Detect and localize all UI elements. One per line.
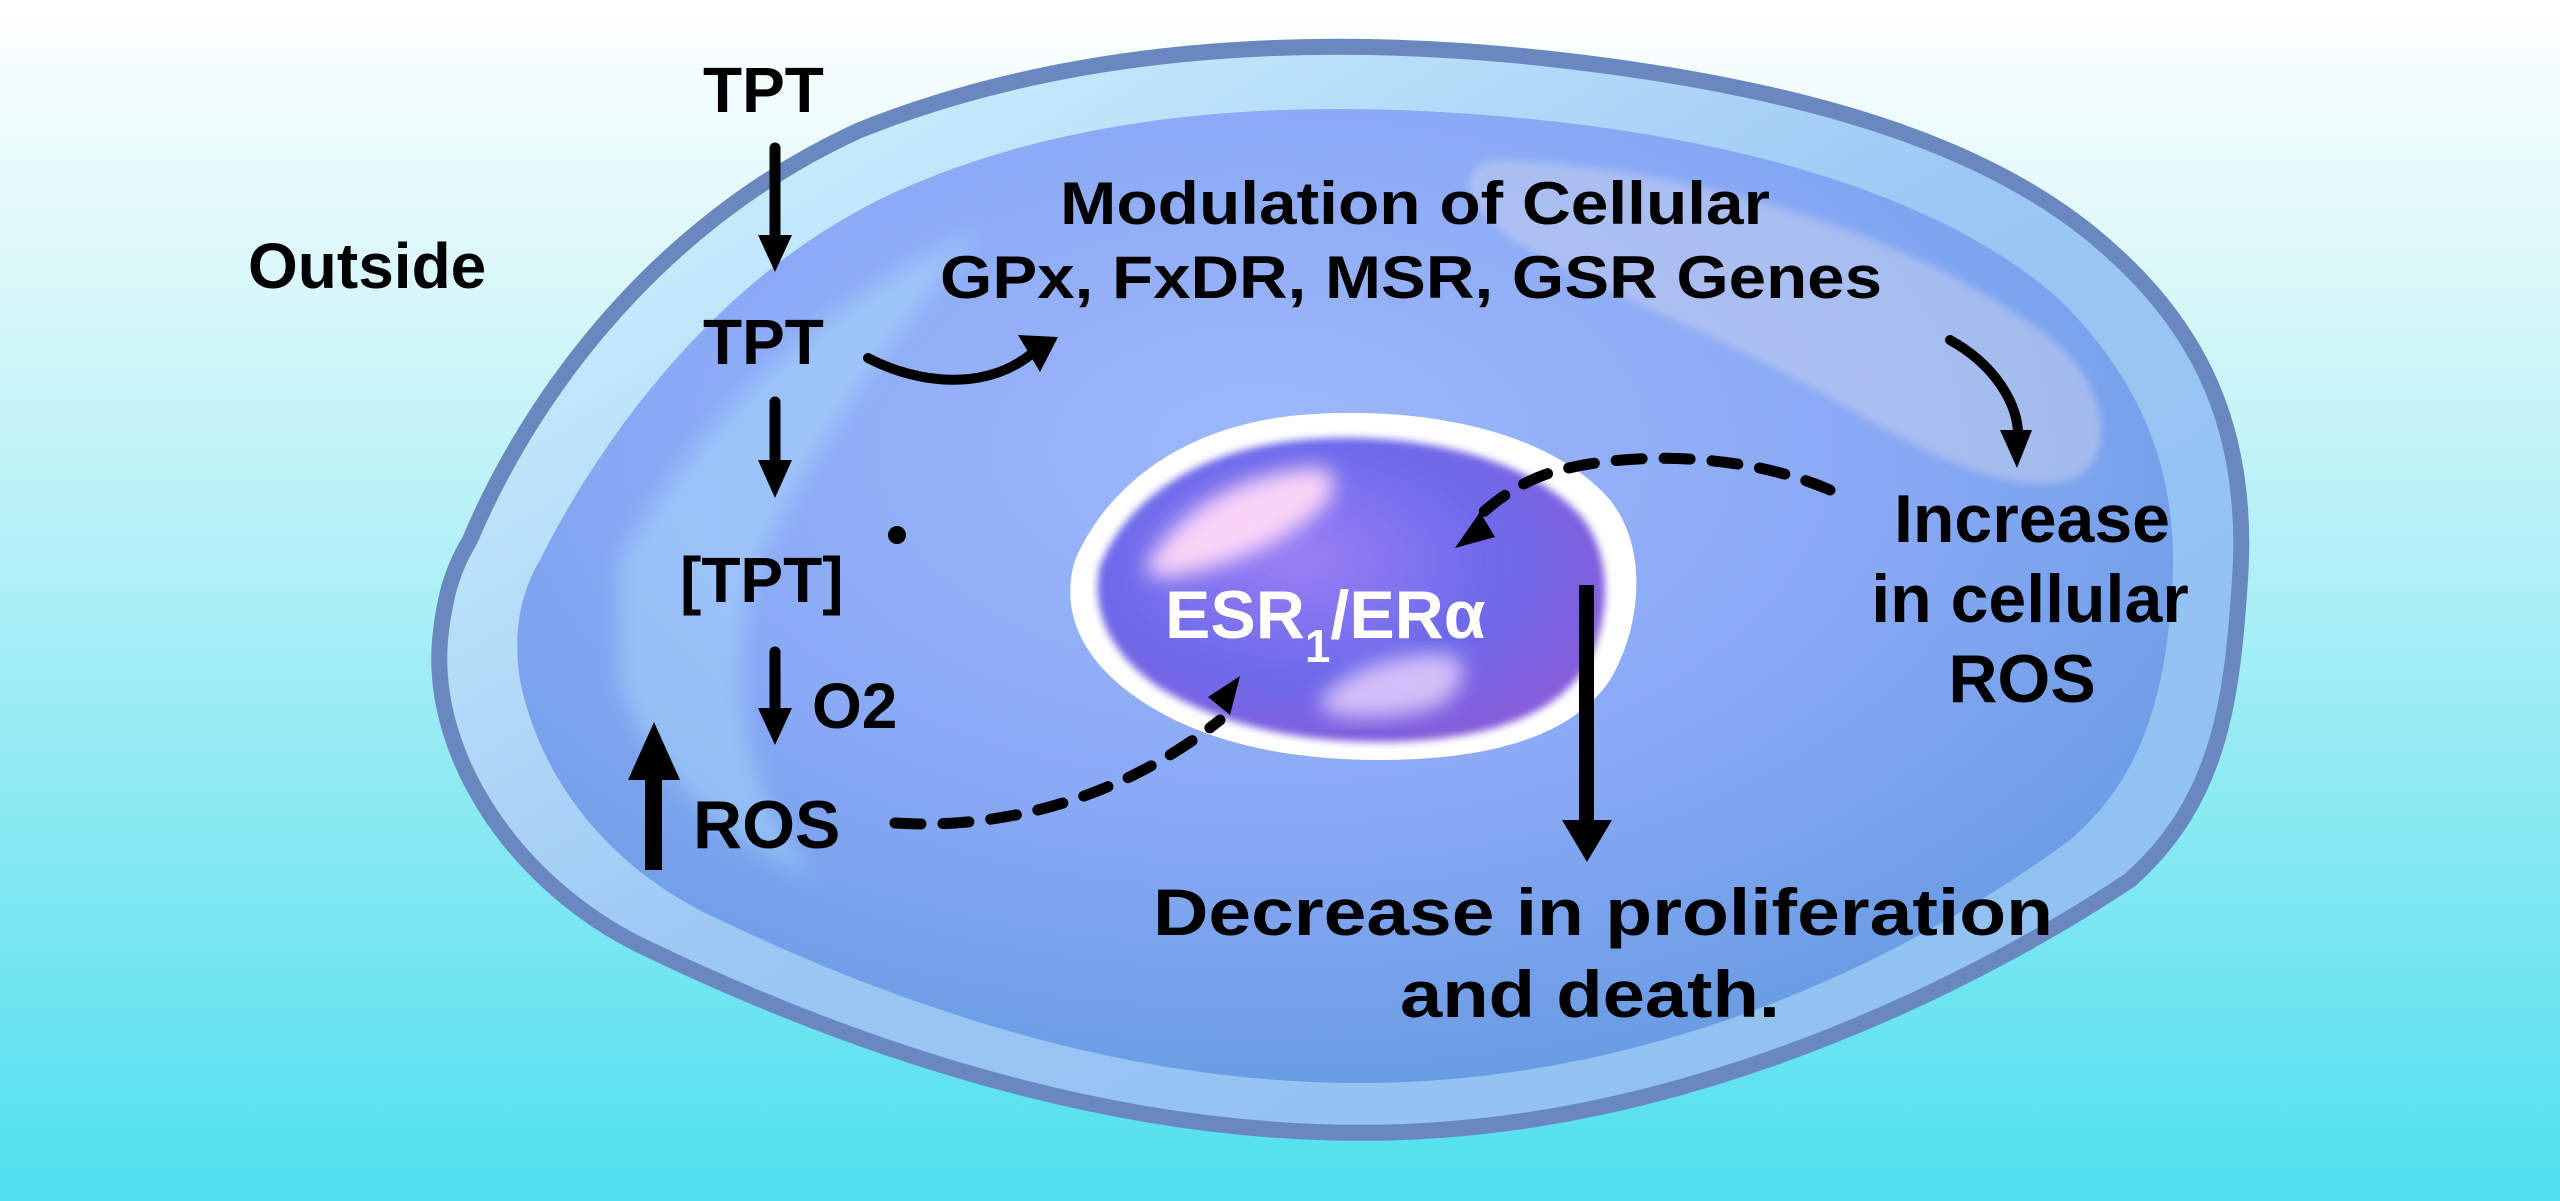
nucleus: ESR1/ERα: [1070, 412, 1637, 760]
bold-down-arrow-icon: [1562, 585, 1612, 862]
increase-label-line2: in cellular: [1871, 561, 2188, 637]
down-arrow-icon: [758, 142, 792, 272]
bold-up-arrow-icon: [628, 722, 680, 870]
nucleus-label-era: /ERα: [1330, 577, 1485, 653]
cytoplasm-highlight: [1469, 160, 2102, 484]
down-arrow-icon: [758, 646, 792, 745]
nucleus-label-esr: ESR: [1165, 577, 1305, 653]
tpt-outside-label: TPT: [703, 54, 824, 126]
tpt-inside-label: TPT: [703, 306, 824, 378]
cytoplasm-sheen: [620, 230, 980, 880]
dashed-arrow-icon: [889, 676, 1240, 830]
o2-label: O2: [812, 670, 897, 742]
ros-label: ROS: [693, 787, 840, 863]
radical-dot: [888, 526, 906, 544]
nucleus-highlight-top: [1146, 467, 1334, 577]
modulation-label-line2: GPx, FxDR, MSR, GSR Genes: [940, 244, 1882, 311]
nucleus-label-subscript: 1: [1305, 620, 1331, 672]
dashed-arrow-icon: [1455, 452, 1836, 548]
arrows: [628, 142, 2032, 870]
increase-label-line3: ROS: [1948, 641, 2095, 717]
decrease-label-line2: and death.: [1400, 957, 1780, 1031]
curved-arrow-icon: [863, 335, 1058, 385]
decrease-label-line1: Decrease in proliferation: [1153, 875, 2053, 949]
nucleus-label: ESR1/ERα: [1165, 577, 1486, 672]
nucleus-highlight-bottom: [1320, 654, 1463, 718]
down-arrow-icon: [758, 396, 792, 498]
modulation-label-line1: Modulation of Cellular: [1060, 170, 1770, 237]
outside-label: Outside: [248, 230, 486, 302]
increase-label-line1: Increase: [1894, 481, 2170, 557]
curved-arrow-icon: [1945, 335, 2032, 468]
tpt-radical-label: [TPT]: [680, 544, 844, 616]
